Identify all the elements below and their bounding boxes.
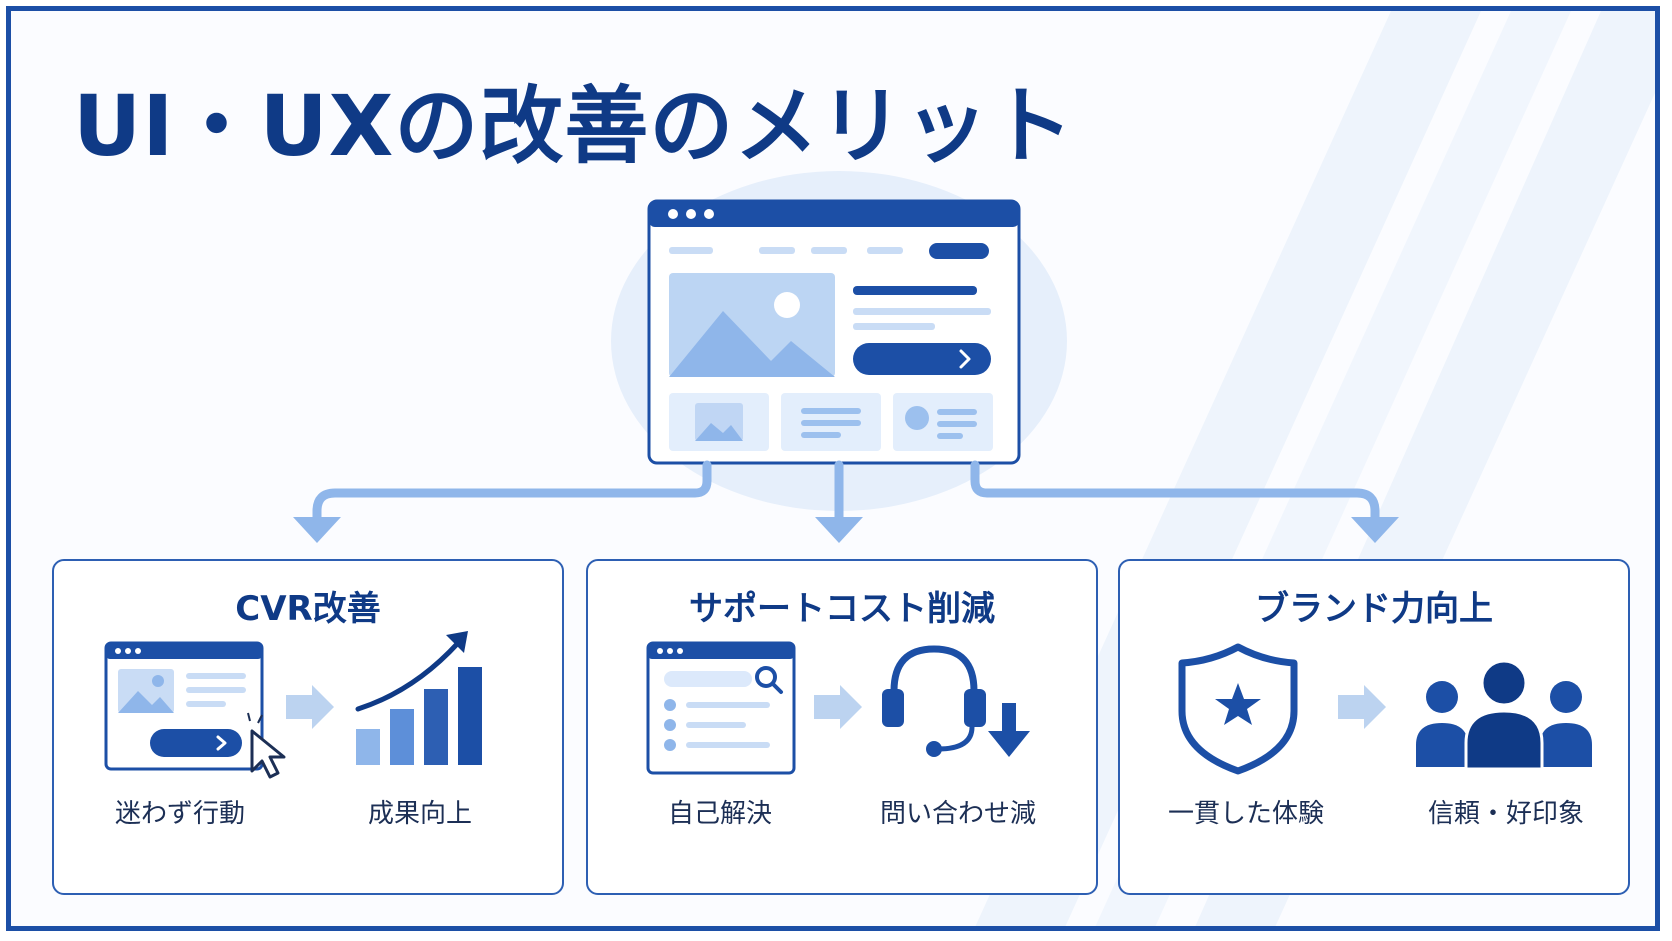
arrow-right-icon — [1338, 685, 1386, 729]
people-group-icon — [1416, 659, 1592, 771]
card-support-cost: サポートコスト削減 — [586, 559, 1098, 895]
card-left-label: 一貫した体験 — [1167, 799, 1324, 829]
card-title: サポートコスト削減 — [689, 589, 995, 629]
slide-frame: UI・UXの改善のメリット — [6, 6, 1660, 931]
card-cvr: CVR改善 — [52, 559, 564, 895]
headset-icon — [882, 645, 986, 757]
cursor-icon — [247, 712, 286, 779]
page-title: UI・UXの改善のメリット — [73, 77, 1075, 175]
connector-arrows — [312, 460, 1380, 526]
support-illustration — [646, 641, 1030, 775]
down-arrow-icon — [988, 703, 1030, 757]
bar-chart-growth-icon — [355, 631, 482, 765]
card-title: ブランド力向上 — [1255, 589, 1493, 629]
card-left-label: 自己解決 — [667, 799, 772, 829]
hub-illustration — [293, 171, 1399, 543]
shield-star-icon — [1178, 643, 1298, 775]
search-icon — [755, 666, 783, 694]
brand-illustration — [1178, 643, 1592, 775]
image-icon — [118, 669, 174, 713]
card-brand: ブランド力向上 一貫した体験 信頼・好印象 — [1118, 559, 1630, 895]
browser-window-icon — [647, 199, 1021, 465]
card-right-label: 信頼・好印象 — [1427, 799, 1584, 829]
card-right-label: 問い合わせ減 — [879, 799, 1036, 829]
card-left-label: 迷わず行動 — [114, 799, 245, 829]
arrow-right-icon — [286, 685, 334, 729]
cvr-illustration — [104, 631, 482, 779]
card-right-label: 成果向上 — [367, 799, 472, 829]
arrow-right-icon — [814, 685, 862, 729]
card-title: CVR改善 — [235, 589, 381, 629]
